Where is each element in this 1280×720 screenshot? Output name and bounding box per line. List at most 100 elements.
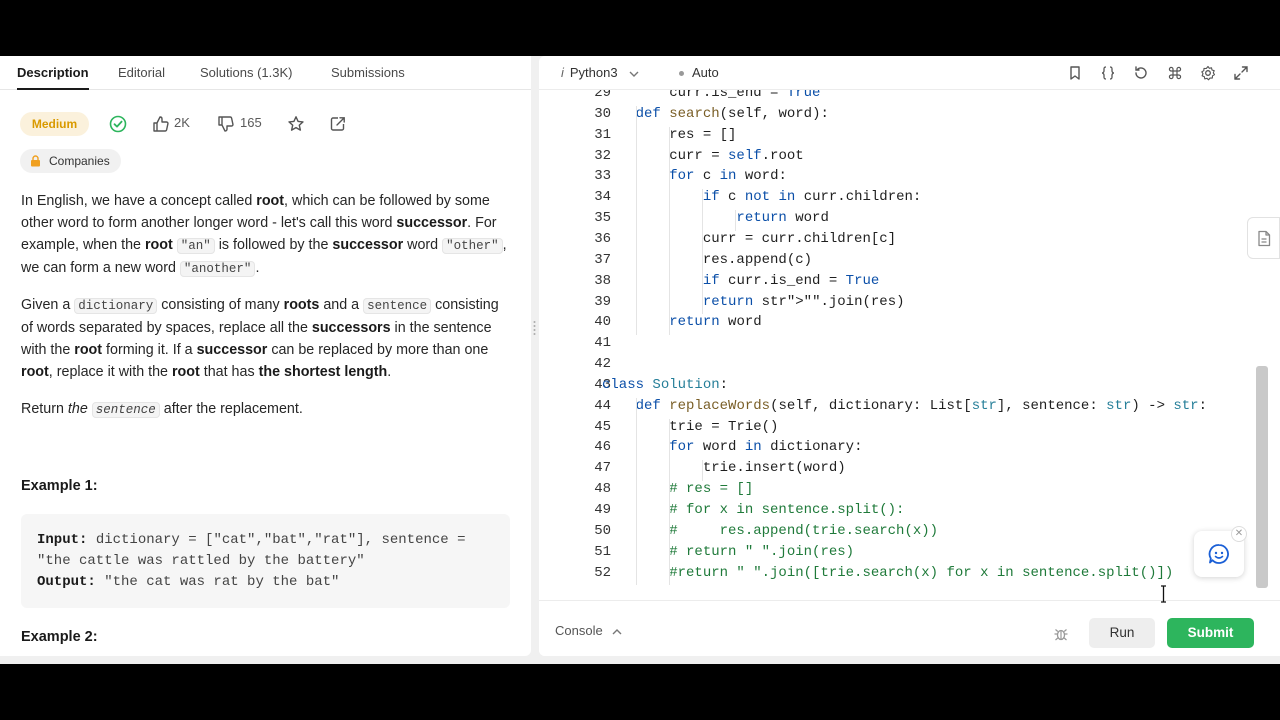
code-line[interactable]: return word — [736, 210, 829, 227]
description-panel: Description Editorial Solutions (1.3K) S… — [0, 56, 531, 656]
code-line[interactable]: class Solution: — [602, 376, 729, 393]
text-cursor-icon — [1160, 585, 1167, 603]
settings-gear-icon[interactable] — [1200, 65, 1216, 81]
code-line[interactable]: if curr.is_end = True — [702, 272, 880, 289]
pane-splitter[interactable] — [533, 320, 536, 336]
line-number: 41 — [594, 335, 611, 352]
language-label: Python3 — [569, 65, 618, 80]
code-line[interactable]: def replaceWords(self, dictionary: List[… — [635, 397, 1207, 414]
indent-guide — [669, 126, 670, 336]
bookmark-icon[interactable] — [1067, 65, 1083, 81]
code-line[interactable]: def search(self, word): — [635, 105, 829, 122]
side-file-tab[interactable] — [1247, 217, 1280, 259]
line-number: 37 — [594, 251, 611, 268]
line-number: 47 — [594, 460, 611, 477]
line-number: 36 — [594, 230, 611, 247]
tab-submissions[interactable]: Submissions — [331, 65, 405, 80]
code-line[interactable]: res = [] — [669, 126, 737, 143]
code-line[interactable]: # res.append(trie.search(x)) — [669, 522, 939, 539]
status-dot-icon — [679, 71, 684, 77]
code-line[interactable]: return str">"".join(res) — [702, 293, 905, 310]
line-number: 45 — [594, 418, 611, 435]
editor-scrollbar[interactable] — [1256, 366, 1268, 588]
code-line[interactable]: trie.insert(word) — [602, 460, 846, 477]
example-1-box: Input: dictionary = ["cat","bat","rat"],… — [21, 514, 510, 608]
run-button[interactable]: Run — [1089, 618, 1155, 648]
code-line[interactable]: # return " ".join(res) — [669, 543, 855, 560]
line-number: 33 — [594, 168, 611, 185]
tab-solutions[interactable]: Solutions (1.3K) — [200, 65, 293, 80]
chevron-up-icon — [612, 628, 622, 635]
difficulty-badge: Medium — [20, 112, 89, 136]
code-line[interactable]: curr = curr.children[c] — [602, 230, 897, 247]
example-2-title: Example 2: — [21, 629, 98, 645]
chevron-down-icon — [629, 71, 639, 77]
companies-tag[interactable]: Companies — [20, 149, 121, 173]
editor-toolbar: i Python3 Auto — [539, 56, 1280, 90]
line-number: 32 — [594, 147, 611, 164]
code-line[interactable]: curr = self.root — [602, 147, 804, 164]
code-line[interactable]: # for x in sentence.split(): — [669, 502, 905, 518]
line-number: 38 — [594, 272, 611, 289]
submit-button[interactable]: Submit — [1167, 618, 1254, 648]
reset-icon[interactable] — [1133, 65, 1149, 81]
code-line[interactable]: curr.is_end = True — [602, 90, 821, 101]
console-toggle[interactable]: Console — [555, 623, 622, 638]
line-number: 50 — [594, 522, 611, 539]
chat-close-icon[interactable]: ✕ — [1231, 526, 1247, 542]
line-number: 46 — [594, 439, 611, 456]
app-window: Description Editorial Solutions (1.3K) S… — [0, 56, 1280, 664]
expand-icon[interactable] — [1233, 65, 1249, 81]
code-line[interactable]: for word in dictionary: — [669, 439, 863, 456]
code-line[interactable]: for c in word: — [669, 168, 787, 185]
debug-bug-icon[interactable] — [1053, 626, 1069, 642]
braces-icon[interactable] — [1100, 65, 1116, 81]
description-paragraph-2: Given a dictionary consisting of many ro… — [21, 297, 499, 380]
panel-tabs: Description Editorial Solutions (1.3K) S… — [0, 56, 531, 90]
language-i-icon: i — [561, 65, 564, 80]
autosave-status: Auto — [679, 65, 719, 80]
code-line[interactable]: if c not in curr.children: — [702, 189, 922, 206]
file-icon — [1258, 230, 1271, 247]
line-number: 39 — [594, 293, 611, 310]
line-number: 34 — [594, 189, 611, 206]
language-select[interactable]: i Python3 — [561, 65, 639, 80]
line-number: 43 — [594, 376, 611, 393]
star-icon[interactable] — [287, 115, 305, 133]
chat-smile-icon — [1208, 544, 1229, 564]
line-number: 40 — [594, 314, 611, 331]
indent-guide — [735, 210, 736, 231]
solved-check-icon — [109, 115, 127, 133]
description-paragraph-3: Return the sentence after the replacemen… — [21, 401, 303, 418]
code-line[interactable]: #return " ".join([trie.search(x) for x i… — [669, 564, 1174, 581]
line-number: 48 — [594, 481, 611, 498]
indent-guide — [669, 418, 670, 586]
command-icon[interactable] — [1167, 65, 1183, 81]
console-label: Console — [555, 623, 603, 638]
description-paragraph-1: In English, we have a concept called roo… — [21, 193, 507, 277]
code-line[interactable]: # res = [] — [669, 481, 754, 498]
indent-guide — [702, 189, 703, 315]
tab-description[interactable]: Description — [17, 56, 89, 90]
indent-guide — [636, 105, 637, 336]
share-icon[interactable] — [329, 115, 347, 133]
example-1-title: Example 1: — [21, 478, 98, 494]
indent-guide — [636, 397, 637, 586]
code-line[interactable]: trie = Trie() — [602, 418, 779, 435]
line-number: 52 — [594, 564, 611, 581]
line-number: 30 — [594, 105, 611, 122]
line-number: 35 — [594, 210, 611, 227]
dislikes-count: 165 — [240, 115, 262, 130]
code-line[interactable]: return word — [669, 314, 762, 331]
line-number: 42 — [594, 356, 611, 373]
autosave-label: Auto — [692, 65, 719, 80]
indent-guide — [702, 460, 703, 482]
companies-label: Companies — [49, 154, 110, 168]
tab-editorial[interactable]: Editorial — [118, 65, 165, 80]
code-line[interactable]: res.append(c) — [602, 251, 813, 268]
likes-count: 2K — [174, 115, 190, 130]
line-number: 51 — [594, 543, 611, 560]
lock-icon — [31, 155, 40, 167]
